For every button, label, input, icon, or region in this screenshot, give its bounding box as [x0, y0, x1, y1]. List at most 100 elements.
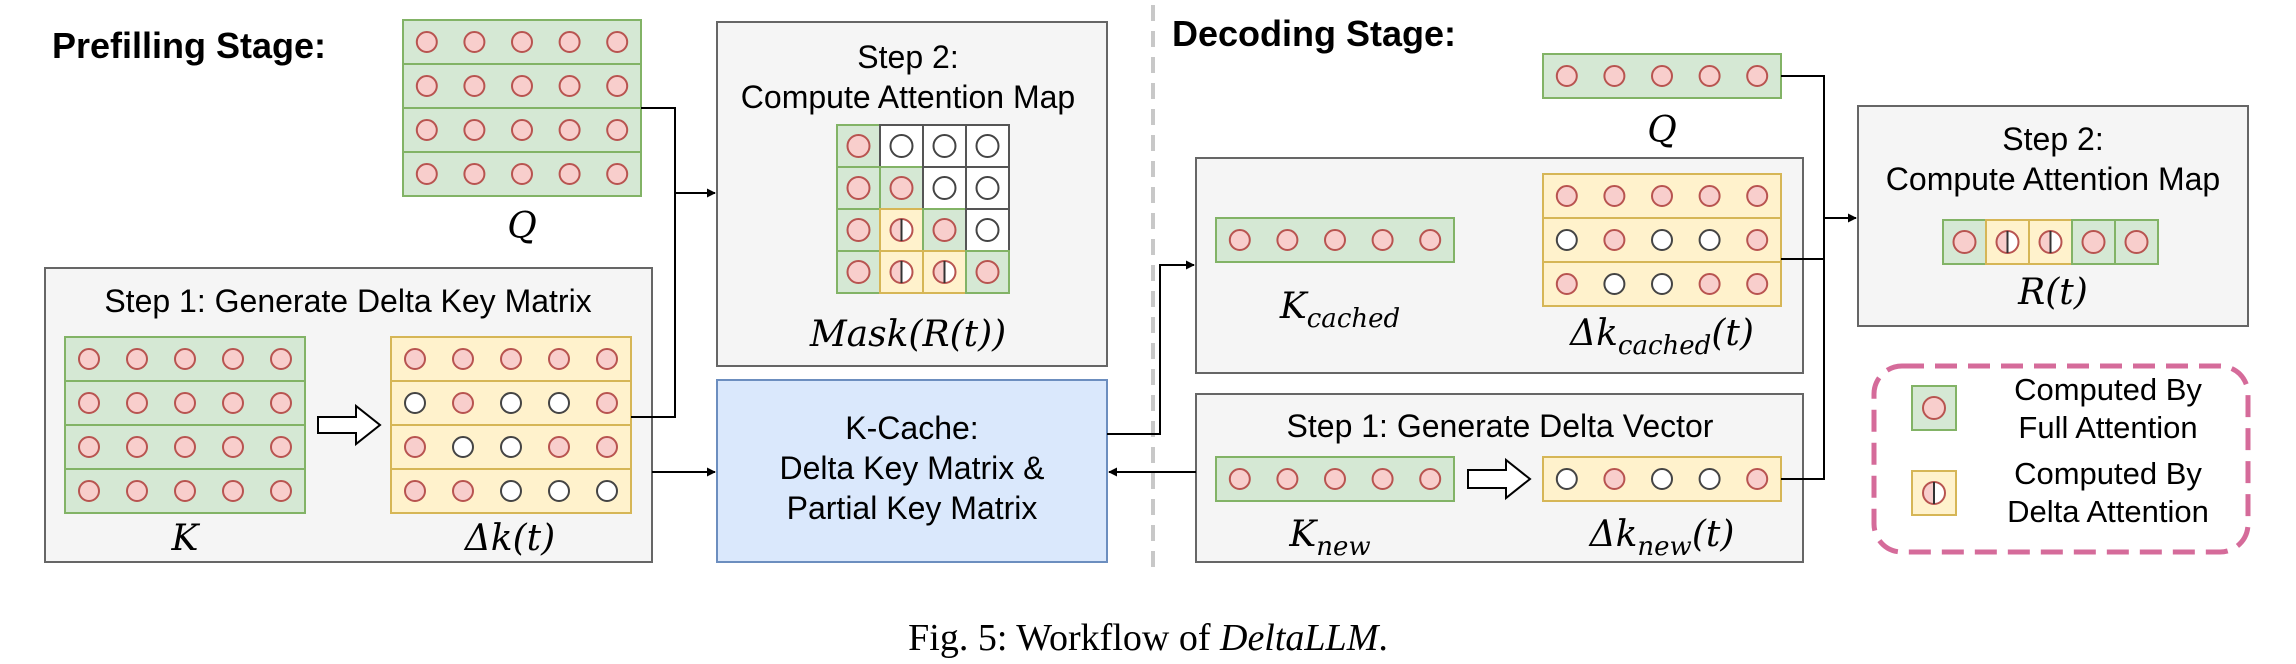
delta-kcached-matrix-cell: [1746, 185, 1769, 207]
k-prefill-matrix-cell: [270, 392, 292, 414]
k-prefill-matrix-cell: [174, 436, 196, 458]
q-prefill-matrix-cell: [558, 163, 581, 185]
step2-decode-title-line1: Step 2:: [2002, 121, 2103, 157]
delta-k-matrix-cell: [596, 348, 618, 370]
delta-k-matrix-cell: [500, 348, 522, 370]
mask-label: Mask(R(t)): [809, 314, 1006, 355]
delta-kcached-matrix-cell: [1603, 185, 1626, 207]
kcache-line2: Delta Key Matrix &: [780, 450, 1045, 486]
kcached-matrix-cell: [1419, 229, 1442, 251]
attention-mask-grid-cell: [975, 134, 1000, 158]
r-label: R(t): [2017, 272, 2088, 313]
attention-mask-grid-cell: [846, 176, 871, 200]
delta-knew-matrix-cell: [1651, 468, 1673, 490]
attention-mask-grid-cell: [889, 176, 914, 200]
kcache-line3: Partial Key Matrix: [787, 490, 1038, 526]
connector-q-to-step2: [641, 107, 716, 198]
delta-knew-matrix: [1542, 456, 1782, 502]
kcached-matrix-cell: [1371, 229, 1394, 251]
delta-k-matrix-cell: [596, 392, 618, 414]
delta-kcached-matrix-cell: [1746, 273, 1769, 295]
k-prefill-matrix-cell: [270, 480, 292, 502]
q-prefill-matrix-cell: [511, 163, 533, 185]
legend-delta-line1: Computed By: [2014, 456, 2202, 491]
delta-k-matrix: [390, 336, 632, 514]
knew-matrix-cell: [1371, 468, 1394, 490]
step2-prefill-title-line2: Compute Attention Map: [741, 79, 1075, 115]
q-prefill-matrix-cell: [463, 119, 486, 141]
attention-mask-grid-cell: [975, 218, 1000, 242]
attention-row-grid-cell: [2038, 230, 2063, 254]
step2-decode-box: [1857, 105, 2249, 327]
delta-k-matrix-cell: [548, 348, 570, 370]
knew-matrix-cell: [1419, 468, 1442, 490]
connector-kcache-to-kcached: [1107, 260, 1195, 435]
legend-full-swatch: [1911, 385, 1957, 431]
delta-k-matrix-cell: [548, 392, 570, 414]
delta-k-label: Δk(t): [463, 518, 555, 559]
delta-k-matrix-cell: [596, 480, 618, 502]
attention-row-grid: [1942, 219, 2159, 265]
k-prefill-matrix-cell: [174, 348, 196, 370]
delta-k-matrix-cell: [404, 480, 426, 502]
kcached-matrix: [1215, 217, 1455, 263]
q-prefill-matrix-cell: [606, 31, 629, 53]
q-prefill-matrix-cell: [558, 119, 581, 141]
step2-decode-title-line2: Compute Attention Map: [1886, 161, 2220, 197]
delta-kcached-matrix-cell: [1698, 229, 1721, 251]
kcache-box: [716, 379, 1108, 563]
q-prefill-matrix-cell: [606, 119, 629, 141]
q-decode-matrix-cell: [1603, 65, 1626, 87]
delta-knew-matrix-cell: [1603, 468, 1626, 490]
k-prefill-matrix-cell: [126, 348, 148, 370]
attention-mask-grid-cell: [932, 134, 957, 158]
delta-k-matrix-cell: [404, 392, 426, 414]
delta-kcached-matrix-cell: [1603, 273, 1626, 295]
q-prefill-matrix-cell: [463, 75, 486, 97]
figure-caption: Fig. 5: Workflow of DeltaLLM.: [908, 617, 1388, 659]
k-prefill-matrix-cell: [78, 480, 100, 502]
connector-q-decode-to-step2: [1781, 75, 1857, 223]
legend-full-swatch-cell: [1922, 396, 1946, 420]
q-decode-label: Q: [1647, 110, 1677, 151]
delta-k-matrix-cell: [596, 436, 618, 458]
kcached-matrix-cell: [1228, 229, 1251, 251]
delta-knew-matrix-cell: [1746, 468, 1769, 490]
delta-kcached-matrix-cell: [1555, 185, 1578, 207]
k-prefill-matrix-cell: [126, 436, 148, 458]
attention-row-grid-cell: [2124, 230, 2149, 254]
delta-kcached-matrix-cell: [1698, 273, 1721, 295]
q-prefill-matrix-cell: [558, 75, 581, 97]
legend-full-line1: Computed By: [2014, 372, 2202, 407]
k-prefill-matrix-cell: [78, 436, 100, 458]
k-prefill-label: K: [171, 518, 201, 559]
k-prefill-matrix-cell: [222, 348, 244, 370]
q-decode-matrix-cell: [1746, 65, 1769, 87]
attention-mask-grid-cell: [846, 134, 871, 158]
attention-mask-grid-cell: [975, 260, 1000, 284]
attention-mask-grid-cell: [889, 134, 914, 158]
delta-k-matrix-cell: [404, 348, 426, 370]
delta-knew-label: Δknew(t): [1588, 514, 1735, 562]
step1-prefill-title: Step 1: Generate Delta Key Matrix: [104, 283, 591, 319]
attention-mask-grid-cell: [932, 176, 957, 200]
kcached-matrix-cell: [1276, 229, 1299, 251]
delta-knew-matrix-cell: [1555, 468, 1578, 490]
knew-matrix-cell: [1276, 468, 1299, 490]
q-prefill-matrix-cell: [463, 31, 486, 53]
step1-decode-title: Step 1: Generate Delta Vector: [1287, 408, 1714, 444]
delta-k-matrix-cell: [404, 436, 426, 458]
attention-mask-grid-cell: [932, 218, 957, 242]
delta-k-matrix-cell: [500, 480, 522, 502]
connector-dknew-to-step2: [1781, 218, 1825, 480]
delta-knew-matrix-cell: [1698, 468, 1721, 490]
connector-deltak-to-step2: [631, 193, 676, 418]
delta-kcached-matrix-cell: [1746, 229, 1769, 251]
delta-kcached-matrix-cell: [1698, 185, 1721, 207]
knew-matrix-cell: [1228, 468, 1251, 490]
kcache-title: K-Cache:: [845, 410, 978, 446]
q-prefill-matrix-cell: [415, 75, 438, 97]
k-prefill-matrix-cell: [270, 436, 292, 458]
delta-kcached-matrix-cell: [1603, 229, 1626, 251]
